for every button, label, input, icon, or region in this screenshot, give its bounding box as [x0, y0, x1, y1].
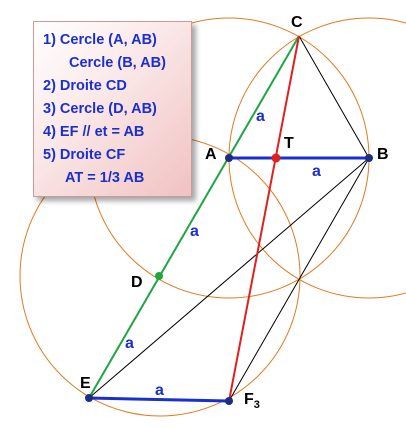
point-E	[85, 394, 93, 402]
label-A: A	[205, 146, 217, 163]
step-1: 1) Cercle (A, AB)	[43, 32, 157, 48]
line-CF	[228, 35, 300, 402]
segment-EF	[88, 396, 230, 403]
label-C: C	[291, 14, 303, 31]
segment-BE	[88, 157, 370, 399]
point-F3	[225, 397, 233, 405]
label-E: E	[80, 375, 91, 392]
label-F: F	[244, 391, 254, 408]
construction-steps-box: 1) Cercle (A, AB) Cercle (B, AB) 2) Droi…	[33, 21, 192, 197]
point-D	[155, 272, 163, 280]
step-1b: Cercle (B, AB)	[69, 55, 166, 71]
segment-CB	[298, 35, 370, 159]
label-B: B	[377, 146, 389, 163]
step-3: 3) Cercle (D, AB)	[43, 101, 157, 117]
segment-BF	[228, 157, 370, 402]
step-4: 4) EF // et = AB	[43, 124, 145, 140]
length-label-DE: a	[125, 335, 134, 352]
label-T: T	[284, 135, 294, 152]
point-T	[271, 153, 281, 163]
step-5b: AT = 1/3 AB	[65, 170, 145, 186]
label-F3: F3	[244, 391, 260, 411]
step-2: 2) Droite CD	[43, 78, 127, 94]
point-A	[225, 154, 233, 162]
point-B	[365, 154, 373, 162]
line-CD	[88, 35, 300, 399]
length-label-EF: a	[155, 382, 164, 399]
length-label-AC: a	[256, 108, 265, 125]
length-label-AD: a	[190, 223, 199, 240]
label-F-subscript: 3	[254, 399, 260, 411]
label-D: D	[131, 274, 143, 291]
step-5: 5) Droite CF	[43, 147, 126, 163]
length-label-AB: a	[312, 163, 321, 180]
